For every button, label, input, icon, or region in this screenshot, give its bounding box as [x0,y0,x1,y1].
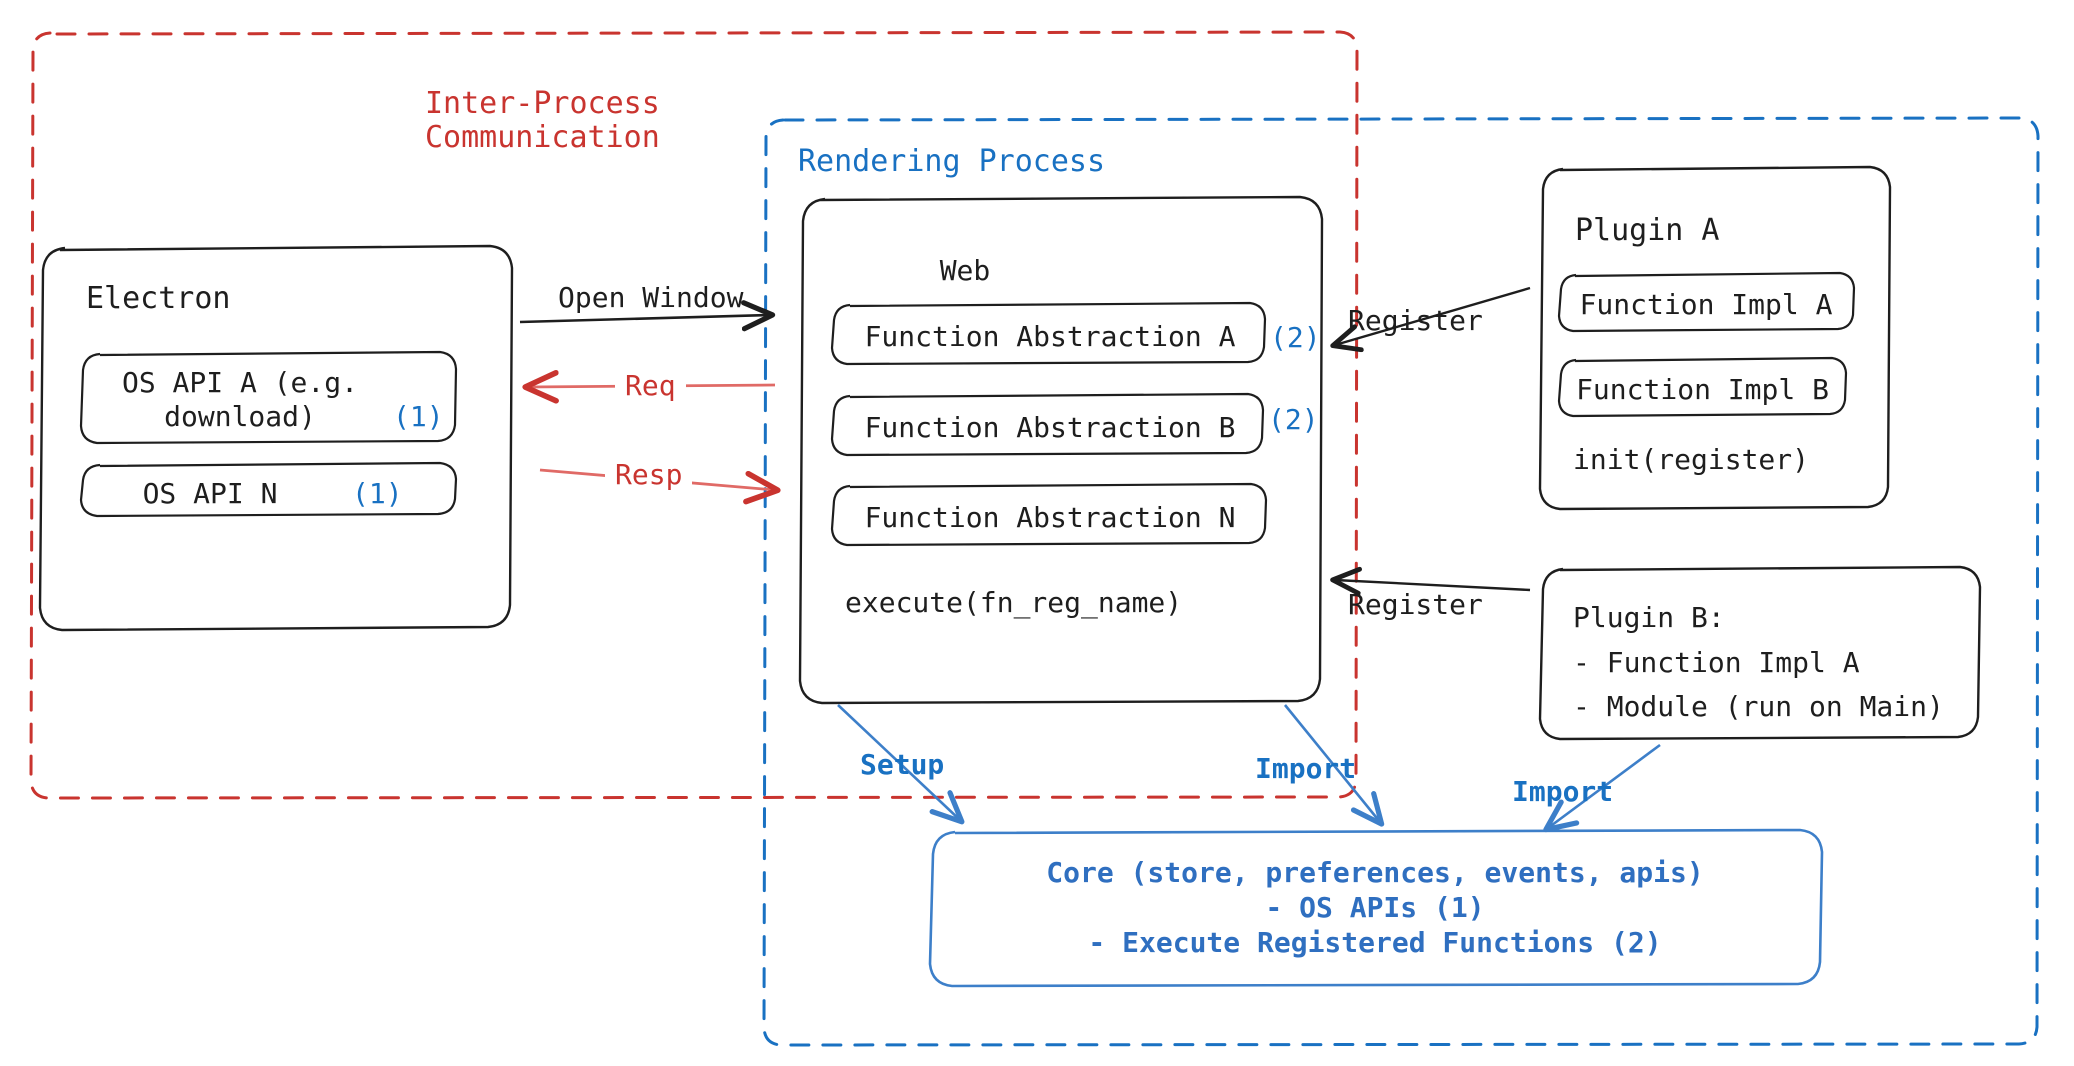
arrow-register-plugin-b [1330,566,1531,596]
function-impl-b-box [1557,356,1848,418]
edge-label-req: Req [615,369,686,404]
function-abstraction-a-box [830,301,1267,366]
electron-title: Electron [86,281,231,316]
function-abstraction-b-box [830,392,1265,457]
core-line-2: - OS APIs (1) [1265,891,1485,924]
os-api-n-label: OS API N [142,477,278,510]
edge-label-open-window: Open Window [558,281,744,314]
os-api-n-marker: (1) [352,477,403,510]
ipc-region-label-line2: Communication [425,120,660,155]
arrow-register-plugin-a [1330,286,1531,353]
os-api-a-label-line2: download) [164,400,316,433]
os-api-n-box [79,461,458,518]
os-api-a-marker: (1) [393,400,444,433]
function-abstraction-a-marker: (2) [1270,321,1321,354]
plugin-b-title: Plugin B: [1573,601,1725,634]
function-impl-a-label: Function Impl A [1579,288,1833,321]
plugin-b-line-1: - Function Impl A [1573,646,1860,679]
function-abstraction-a-label: Function Abstraction A [864,320,1236,353]
region-rendering-boundary [762,116,2040,1047]
plugin-b-line-2: - Module (run on Main) [1573,690,1944,723]
web-title: Web [939,254,991,287]
function-impl-b-label: Function Impl B [1576,373,1829,406]
edge-label-register-plugin-b: Register [1348,588,1483,621]
edge-label-import-plugin: Import [1512,775,1614,808]
os-api-a-label-line1: OS API A (e.g. [121,366,358,399]
arrow-open-window [519,300,776,332]
os-api-a-box [79,350,458,445]
edge-label-import-web: Import [1255,752,1357,785]
ipc-region-label-line1: Inter-Process [425,86,660,121]
web-execute-footer: execute(fn_reg_name) [845,586,1183,619]
arrow-setup [837,704,965,825]
function-abstraction-b-label: Function Abstraction B [864,411,1236,444]
function-abstraction-n-box [830,482,1268,547]
arrow-import-plugin [1543,743,1661,833]
plugin-a-init-footer: init(register) [1573,443,1810,476]
arrow-import-web [1283,704,1385,827]
plugin-a-title: Plugin A [1575,213,1720,248]
function-abstraction-n-label: Function Abstraction N [864,501,1236,534]
core-box [928,828,1824,988]
edge-label-resp: Resp [605,458,693,493]
rendering-process-label: Rendering Process [798,144,1106,179]
plugin-a-box [1538,165,1892,511]
core-line-1: Core (store, preferences, events, apis) [1046,856,1704,889]
edge-label-register-plugin-a: Register [1348,304,1483,337]
edge-label-setup: Setup [860,748,945,781]
function-impl-a-box [1557,271,1856,333]
function-abstraction-b-marker: (2) [1268,403,1319,436]
plugin-b-box [1538,565,1982,741]
core-line-3: - Execute Registered Functions (2) [1088,926,1662,959]
